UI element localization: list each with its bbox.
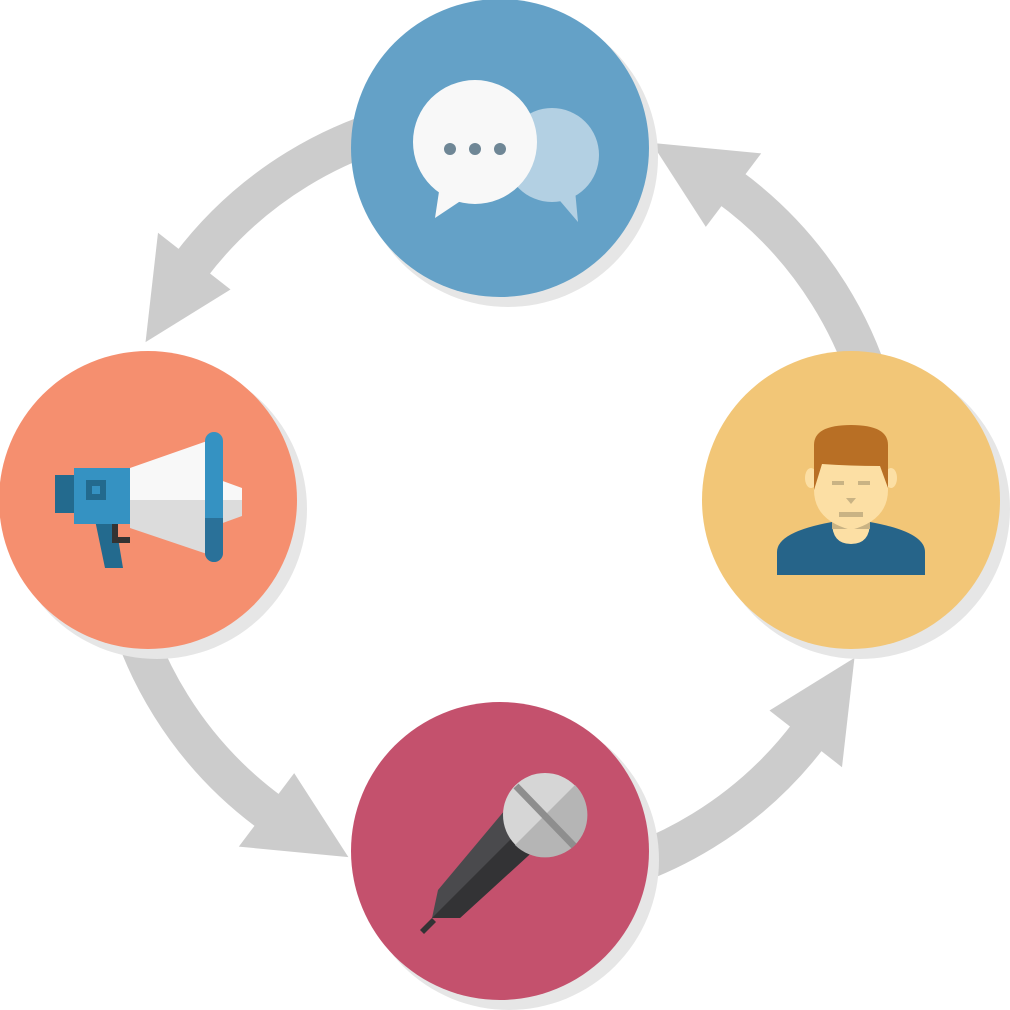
node-megaphone xyxy=(0,351,307,659)
arrow-person-to-chat-head xyxy=(651,142,762,227)
arrow-megaphone-to-microphone-head xyxy=(238,773,349,858)
node-microphone xyxy=(351,702,659,1010)
node-chat xyxy=(351,0,658,307)
arrow-microphone-to-person-head xyxy=(769,657,855,768)
microphone-icon xyxy=(420,773,588,934)
person-icon xyxy=(777,425,925,575)
arrow-chat-to-megaphone-head xyxy=(145,232,231,343)
node-person xyxy=(702,351,1010,659)
megaphone-icon xyxy=(55,432,242,568)
speech-bubbles-icon xyxy=(413,80,599,222)
